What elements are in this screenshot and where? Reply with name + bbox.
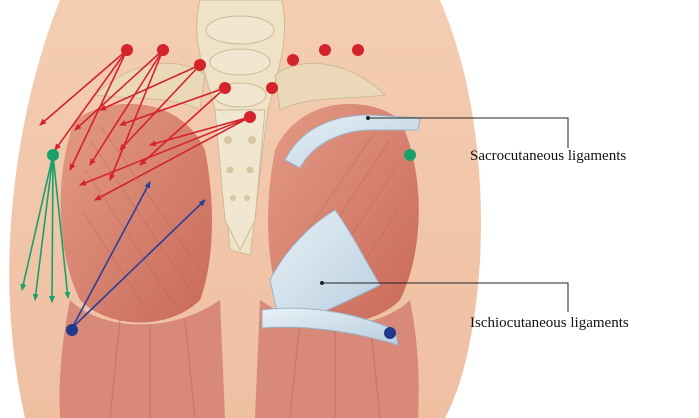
red-marker: [266, 82, 278, 94]
blue-marker: [66, 324, 78, 336]
green-marker: [404, 149, 416, 161]
sacrocutaneous-label: Sacrocutaneous ligaments: [470, 148, 626, 165]
red-marker: [194, 59, 206, 71]
red-marker: [287, 54, 299, 66]
ischiocutaneous-label: Ischiocutaneous ligaments: [470, 315, 629, 332]
red-marker: [244, 111, 256, 123]
red-marker: [352, 44, 364, 56]
green-marker: [47, 149, 59, 161]
red-marker: [219, 82, 231, 94]
red-marker: [157, 44, 169, 56]
blue-marker: [384, 327, 396, 339]
gluteus-left: [61, 104, 212, 323]
red-marker: [121, 44, 133, 56]
red-marker: [319, 44, 331, 56]
